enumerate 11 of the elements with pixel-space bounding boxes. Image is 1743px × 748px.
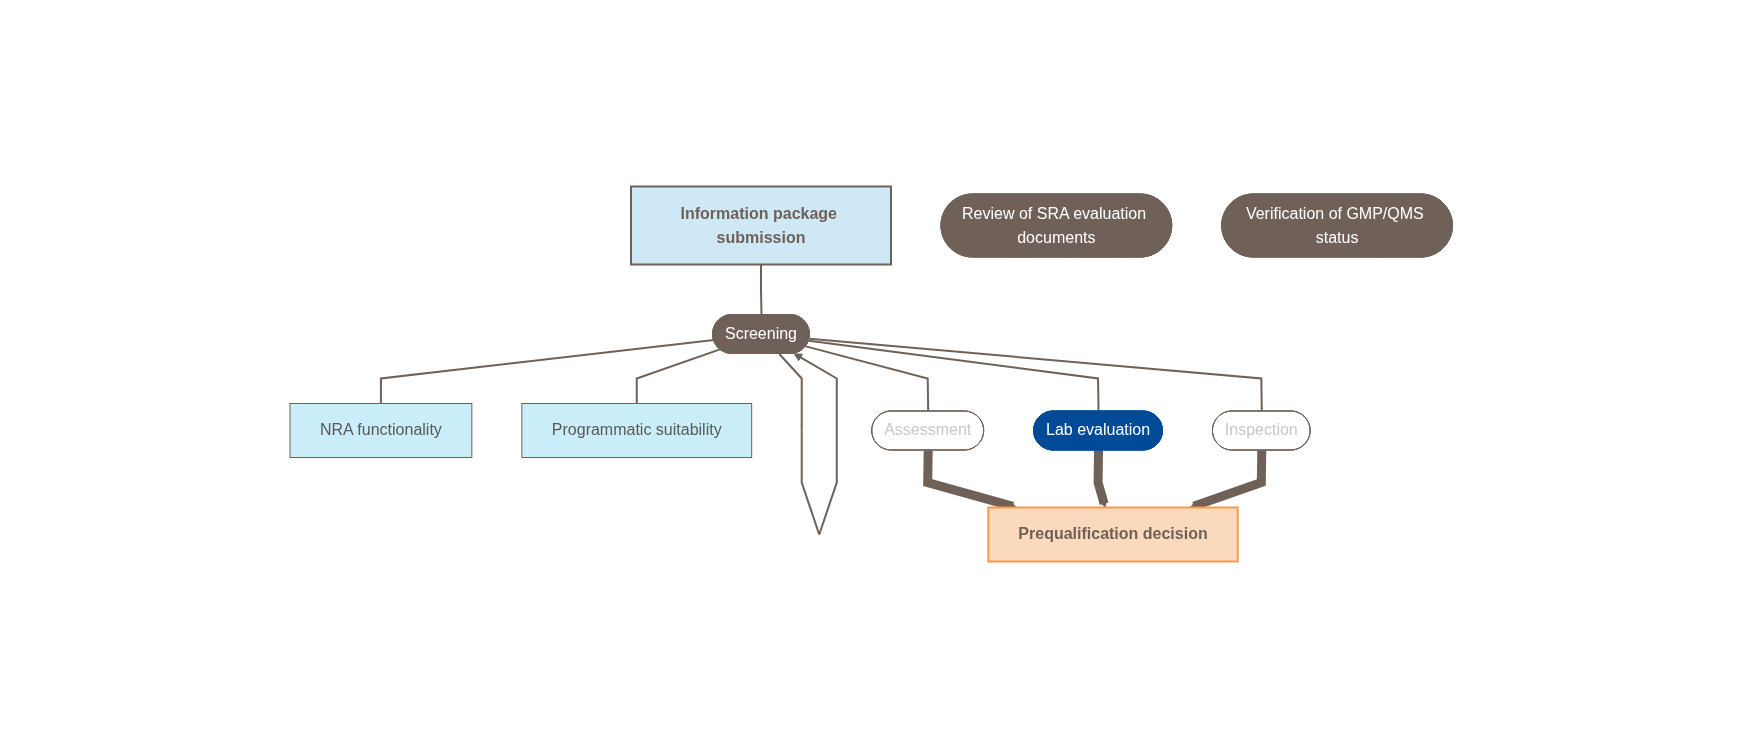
node-box: Information package submission [630,185,893,266]
connector [808,337,1264,413]
connector [636,348,722,405]
connector [760,263,763,316]
connector [805,345,930,413]
node-box: Prequalification decision [987,506,1239,563]
connector [380,339,716,405]
connector [808,339,1100,413]
node-box: NRA functionality [289,403,473,458]
node-box: Programmatic suitability [521,403,753,458]
arrow [1093,450,1109,508]
